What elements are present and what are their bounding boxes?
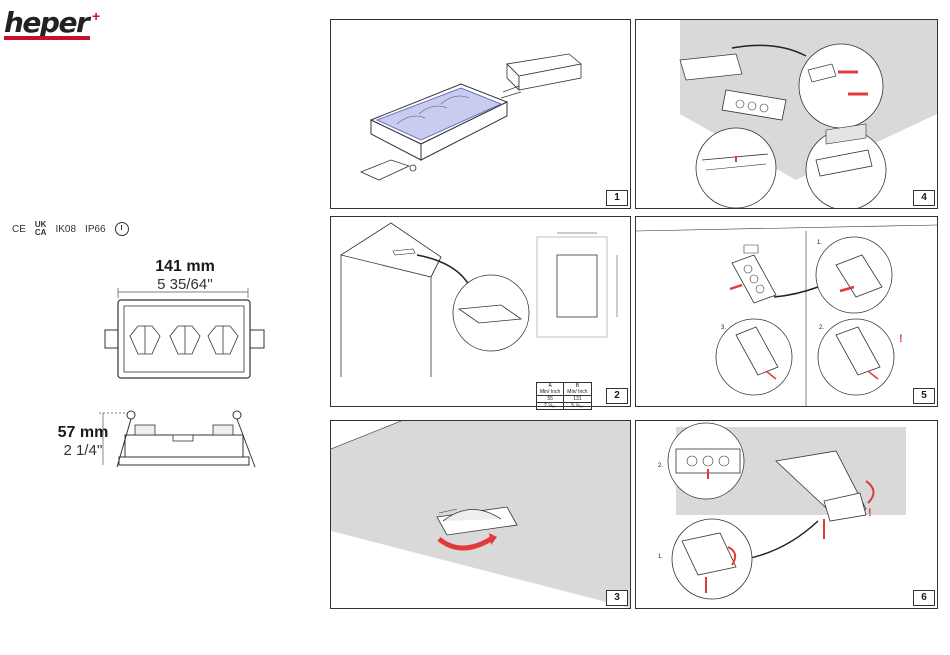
step-number-2: 2: [606, 388, 628, 404]
ik-rating: IK08: [55, 224, 76, 235]
logo-text: heper: [4, 6, 88, 39]
ip-rating: IP66: [85, 224, 106, 235]
col-a-in: 2 ⅛₆₄: [537, 403, 564, 410]
step-label-2: 2.: [819, 325, 824, 331]
panel-3-illustration: [331, 421, 630, 608]
step-panel-3: 3: [330, 420, 631, 609]
step-panel-5: 1. 3. 2. ! 5: [635, 216, 938, 407]
warning-mark: !: [868, 507, 872, 519]
ce-mark: CE: [12, 224, 26, 235]
ukca-bottom: CA: [35, 229, 47, 237]
step-number-5: 5: [913, 388, 935, 404]
warning-mark: !: [899, 333, 903, 345]
step-number-4: 4: [913, 190, 935, 206]
ground-icon: [115, 222, 129, 236]
width-mm: 141 mm: [150, 258, 220, 276]
panel-6-illustration: [636, 421, 937, 608]
step-panel-4: 4: [635, 19, 938, 209]
step-panel-1: 1: [330, 19, 631, 209]
logo-plus: +: [92, 8, 100, 24]
step-label-3: 3.: [721, 325, 726, 331]
step-label-2: 2.: [658, 463, 663, 469]
col-b-in: 5 ⅛₆₄: [564, 403, 591, 410]
logo-underline: [4, 36, 90, 40]
side-view-drawing: [95, 405, 280, 477]
col-b-mm: 131: [564, 396, 591, 403]
step-label-1: 1.: [817, 240, 822, 246]
table-row: 55 131: [537, 396, 592, 403]
panel-2-illustration: [331, 217, 630, 406]
step-number-3: 3: [606, 590, 628, 606]
step-panel-6: 2. 1. ! 6: [635, 420, 938, 609]
ukca-mark: UK CA: [35, 221, 47, 237]
panel-5-illustration: [636, 217, 937, 406]
step-label-1: 1.: [658, 554, 663, 560]
table-row: 2 ⅛₆₄ 5 ⅛₆₄: [537, 403, 592, 410]
step-number-6: 6: [913, 590, 935, 606]
col-a-mm: 55: [537, 396, 564, 403]
panel-1-illustration: [331, 20, 630, 208]
panel-4-illustration: [636, 20, 937, 208]
brand-logo: heper +: [4, 6, 104, 42]
front-view-drawing: [100, 288, 275, 383]
certification-marks: CE UK CA IK08 IP66: [12, 221, 129, 237]
step-number-1: 1: [606, 190, 628, 206]
